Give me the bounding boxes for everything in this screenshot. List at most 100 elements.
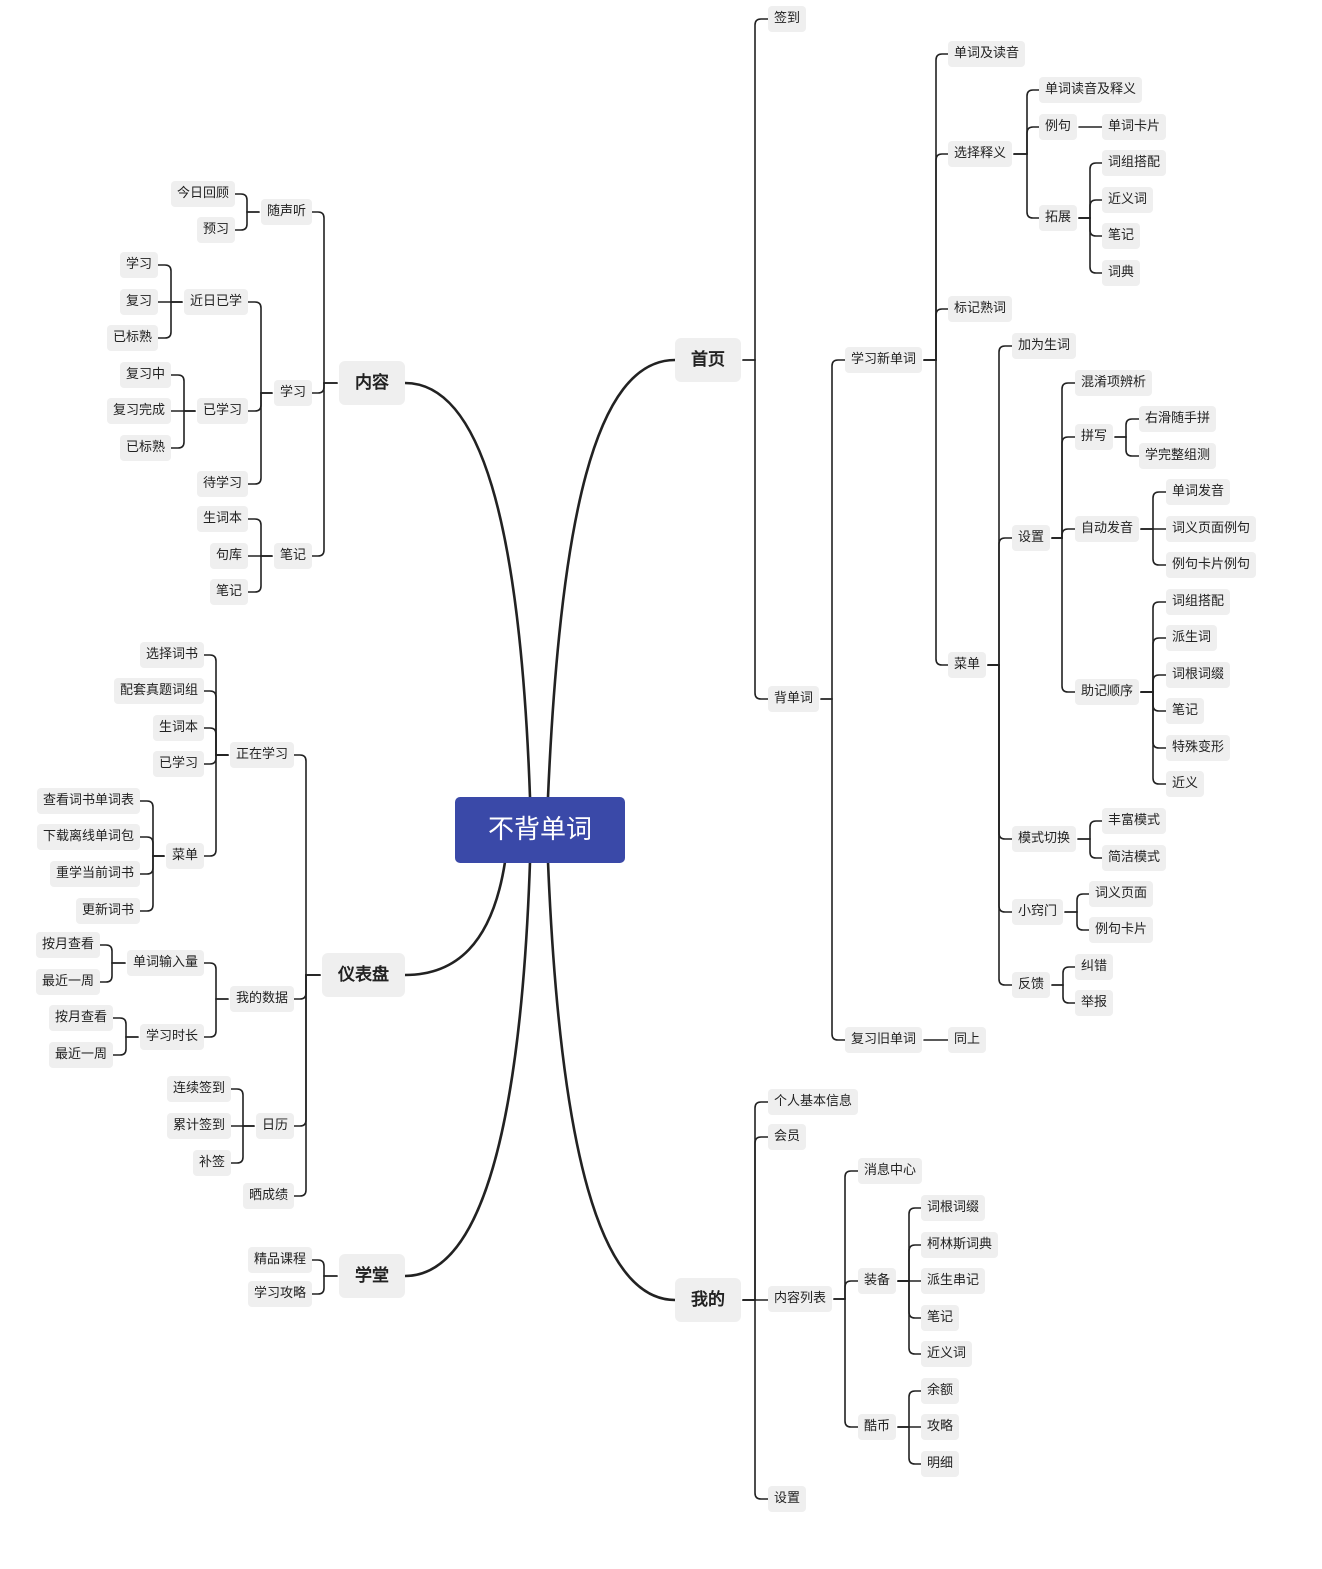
node-vip[interactable]: 会员 <box>768 1124 807 1150</box>
node-addnew[interactable]: 加为生词 <box>1012 333 1077 359</box>
node-wordcard[interactable]: 单词卡片 <box>1102 114 1167 140</box>
node-ca3[interactable]: 补签 <box>192 1150 231 1176</box>
node-equip[interactable]: 装备 <box>858 1268 897 1294</box>
node-autosound[interactable]: 自动发音 <box>1075 516 1140 542</box>
node-expand[interactable]: 拓展 <box>1039 205 1078 231</box>
node-duration[interactable]: 学习时长 <box>139 1024 204 1050</box>
node-mn6[interactable]: 近义 <box>1166 771 1205 797</box>
node-calendar[interactable]: 日历 <box>255 1113 294 1139</box>
node-as3[interactable]: 例句卡片例句 <box>1166 552 1257 578</box>
node-ex2[interactable]: 近义词 <box>1102 187 1154 213</box>
node-mn5[interactable]: 特殊变形 <box>1166 735 1231 761</box>
node-tp1[interactable]: 词义页面 <box>1089 881 1154 907</box>
node-mu4[interactable]: 更新词书 <box>75 898 140 924</box>
node-mn2[interactable]: 派生词 <box>1166 625 1218 651</box>
node-ex3[interactable]: 笔记 <box>1102 223 1141 249</box>
node-newword[interactable]: 学习新单词 <box>845 347 923 373</box>
node-fb2[interactable]: 举报 <box>1075 990 1114 1016</box>
node-lg2[interactable]: 配套真题词组 <box>113 678 204 704</box>
node-mu2[interactable]: 下载离线单词包 <box>36 824 140 850</box>
node-lg4[interactable]: 已学习 <box>152 751 204 777</box>
node-ex4[interactable]: 词典 <box>1102 260 1141 286</box>
node-profile[interactable]: 个人基本信息 <box>768 1089 859 1115</box>
node-notes[interactable]: 笔记 <box>273 543 312 569</box>
node-eq5[interactable]: 近义词 <box>921 1341 973 1367</box>
node-feedback[interactable]: 反馈 <box>1012 972 1051 998</box>
node-in2[interactable]: 最近一周 <box>35 969 100 995</box>
node-review[interactable]: 复习旧单词 <box>845 1027 923 1053</box>
node-mode[interactable]: 模式切换 <box>1012 826 1077 852</box>
node-rc2[interactable]: 复习 <box>119 289 158 315</box>
node-tolearn[interactable]: 待学习 <box>196 471 248 497</box>
node-msg[interactable]: 消息中心 <box>858 1158 923 1184</box>
node-eq4[interactable]: 笔记 <box>921 1305 960 1331</box>
node-mn1[interactable]: 词组搭配 <box>1166 589 1231 615</box>
node-lg1[interactable]: 选择词书 <box>139 642 204 668</box>
node-dash[interactable]: 仪表盘 <box>322 953 405 997</box>
node-ex1[interactable]: 词组搭配 <box>1102 150 1167 176</box>
node-nt1[interactable]: 生词本 <box>196 506 248 532</box>
node-tp2[interactable]: 例句卡片 <box>1089 917 1154 943</box>
node-ls2[interactable]: 预习 <box>196 217 235 243</box>
node-nt2[interactable]: 句库 <box>209 543 248 569</box>
node-learned[interactable]: 已学习 <box>196 398 248 424</box>
node-input[interactable]: 单词输入量 <box>126 950 204 976</box>
node-eq1[interactable]: 词根词缀 <box>921 1195 986 1221</box>
root-node[interactable]: 不背单词 <box>455 797 625 863</box>
node-menu2[interactable]: 菜单 <box>165 843 204 869</box>
node-content[interactable]: 内容 <box>339 361 405 405</box>
node-ld2[interactable]: 复习完成 <box>106 398 171 424</box>
node-co3[interactable]: 明细 <box>921 1451 960 1477</box>
node-rc1[interactable]: 学习 <box>119 252 158 278</box>
node-as2[interactable]: 词义页面例句 <box>1166 516 1257 542</box>
node-ca2[interactable]: 累计签到 <box>166 1113 231 1139</box>
node-settings2[interactable]: 设置 <box>768 1486 807 1512</box>
node-example[interactable]: 例句 <box>1039 114 1078 140</box>
node-spell[interactable]: 拼写 <box>1075 424 1114 450</box>
node-wordsound[interactable]: 单词及读音 <box>948 41 1026 67</box>
node-sp1[interactable]: 右滑随手拼 <box>1139 406 1217 432</box>
node-md2[interactable]: 简洁模式 <box>1102 845 1167 871</box>
node-share[interactable]: 晒成绩 <box>242 1183 294 1209</box>
node-nt3[interactable]: 笔记 <box>209 579 248 605</box>
node-settings1[interactable]: 设置 <box>1012 525 1051 551</box>
node-menu1[interactable]: 菜单 <box>948 652 987 678</box>
node-signin[interactable]: 签到 <box>768 6 807 32</box>
node-sp2[interactable]: 学完整组测 <box>1139 443 1217 469</box>
node-co2[interactable]: 攻略 <box>921 1414 960 1440</box>
node-tips[interactable]: 小窍门 <box>1012 899 1064 925</box>
node-rc3[interactable]: 已标熟 <box>106 325 158 351</box>
node-eq2[interactable]: 柯林斯词典 <box>921 1232 999 1258</box>
node-mydata[interactable]: 我的数据 <box>229 986 294 1012</box>
node-same[interactable]: 同上 <box>948 1027 987 1053</box>
node-mnemonic[interactable]: 助记顺序 <box>1075 679 1140 705</box>
node-coin[interactable]: 酷币 <box>858 1414 897 1440</box>
node-mu3[interactable]: 重学当前词书 <box>49 861 140 887</box>
node-du1[interactable]: 按月查看 <box>48 1005 113 1031</box>
node-sc1[interactable]: 精品课程 <box>247 1247 312 1273</box>
node-study[interactable]: 学习 <box>273 380 312 406</box>
node-as1[interactable]: 单词发音 <box>1166 479 1231 505</box>
node-choose[interactable]: 选择释义 <box>948 141 1013 167</box>
node-in1[interactable]: 按月查看 <box>35 932 100 958</box>
node-school[interactable]: 学堂 <box>339 1254 405 1298</box>
node-eq3[interactable]: 派生串记 <box>921 1268 986 1294</box>
node-memo[interactable]: 背单词 <box>768 686 820 712</box>
node-mn4[interactable]: 笔记 <box>1166 698 1205 724</box>
node-lg3[interactable]: 生词本 <box>152 715 204 741</box>
node-contentlist[interactable]: 内容列表 <box>768 1286 833 1312</box>
node-mu1[interactable]: 查看词书单词表 <box>36 788 140 814</box>
node-ca1[interactable]: 连续签到 <box>166 1076 231 1102</box>
node-markknown[interactable]: 标记熟词 <box>948 296 1013 322</box>
node-mine[interactable]: 我的 <box>675 1278 741 1322</box>
node-mn3[interactable]: 词根词缀 <box>1166 662 1231 688</box>
node-ld3[interactable]: 已标熟 <box>119 435 171 461</box>
node-recent[interactable]: 近日已学 <box>183 289 248 315</box>
node-sc2[interactable]: 学习攻略 <box>247 1281 312 1307</box>
node-fb1[interactable]: 纠错 <box>1075 954 1114 980</box>
node-confuse[interactable]: 混淆项辨析 <box>1075 370 1153 396</box>
node-ls1[interactable]: 今日回顾 <box>170 181 235 207</box>
node-ld1[interactable]: 复习中 <box>119 362 171 388</box>
node-home[interactable]: 首页 <box>675 338 741 382</box>
node-learning[interactable]: 正在学习 <box>229 742 294 768</box>
